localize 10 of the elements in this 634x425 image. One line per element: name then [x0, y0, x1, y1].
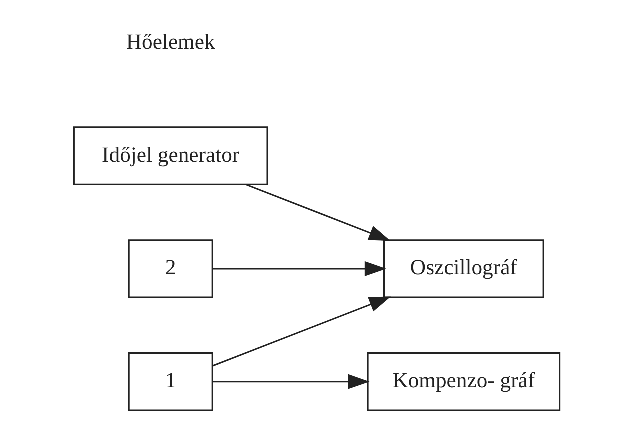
- node-box: Kompenzo- gráf: [367, 352, 561, 412]
- label: Hőelemek: [126, 30, 216, 54]
- arrow: [212, 261, 387, 277]
- arrow: [212, 296, 392, 367]
- node-box: 1: [128, 352, 214, 412]
- node-box: 2: [128, 240, 214, 298]
- node-box: Időjel generator: [73, 126, 268, 186]
- arrow: [212, 374, 370, 390]
- node-box: Oszcillográf: [384, 240, 544, 298]
- arrow: [246, 184, 391, 242]
